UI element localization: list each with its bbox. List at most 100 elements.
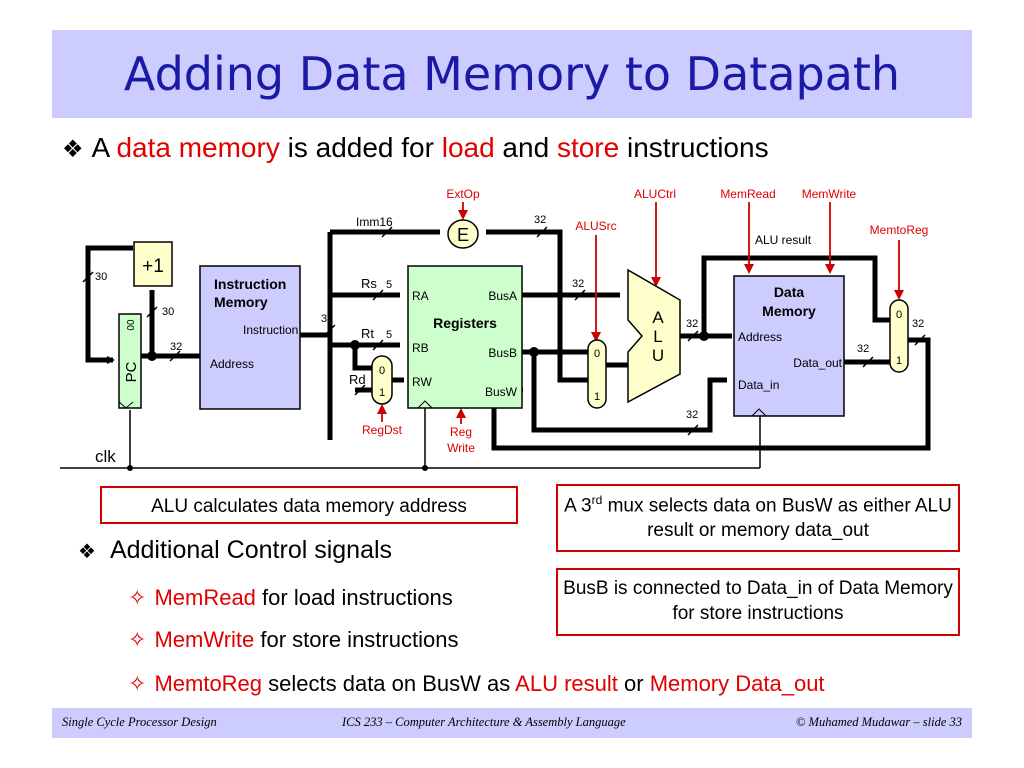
memwrite-highlight: MemWrite: [154, 627, 255, 652]
callout-alu-address-text: ALU calculates data memory address: [151, 496, 467, 517]
intro-highlight-store: store: [556, 132, 620, 163]
alusrc-mux-1: 1: [594, 391, 600, 403]
intro-text-4: instructions: [619, 132, 769, 163]
pc-label: PC: [123, 361, 140, 382]
ra-port: RA: [412, 289, 429, 303]
sub-bullet-memtoreg: ✧ MemtoReg selects data on BusW as ALU re…: [128, 671, 825, 697]
imm16-label: Imm16: [356, 215, 393, 229]
regdst-mux: [371, 355, 393, 405]
memtoreg-text-2: or: [617, 671, 650, 696]
callout-busb-text: BusB is connected to Data_in of Data Mem…: [563, 578, 953, 624]
pc-register: [118, 313, 142, 409]
diamond-bullet-icon: ❖: [62, 136, 84, 163]
alu-letter-a: A: [652, 308, 664, 327]
callout-mux-sup: rd: [591, 493, 603, 507]
intro-highlight-load: load: [441, 132, 495, 163]
star-bullet-icon: ✧: [128, 671, 147, 696]
memtoreg-mux: [889, 299, 909, 373]
additional-signals-bullet: ❖ Additional Control signals: [78, 536, 392, 565]
star-bullet-icon: ✧: [128, 627, 147, 652]
clk-label: clk: [95, 447, 116, 466]
rw-port: RW: [412, 375, 432, 389]
memtoreg-mux-0: 0: [896, 309, 902, 321]
memtoreg-signal: MemtoReg: [870, 223, 929, 237]
width-5-rt: 5: [386, 329, 392, 341]
width-32-alu: 32: [686, 318, 698, 330]
alu-letter-l: L: [653, 327, 662, 346]
width-30-a: 30: [95, 271, 107, 283]
memwrite-text: for store instructions: [254, 627, 459, 652]
alusrc-signal: ALUSrc: [575, 219, 616, 233]
alu-result-label: ALU result: [755, 233, 812, 247]
rs-label: Rs: [361, 276, 377, 291]
dmem-title-1: Data: [774, 284, 805, 300]
rb-port: RB: [412, 341, 429, 355]
callout-busb: BusB is connected to Data_in of Data Mem…: [556, 568, 960, 636]
busb-port: BusB: [488, 346, 517, 360]
dmem-address-port: Address: [738, 330, 782, 344]
memtoreg-highlight-data-out: Memory Data_out: [649, 671, 825, 696]
data-memory: [733, 275, 845, 417]
callout-alu-address: ALU calculates data memory address: [100, 486, 518, 524]
intro-text-3: and: [494, 132, 557, 163]
pc-low-bits-label: 00: [126, 319, 137, 331]
memtoreg-highlight-alu-result: ALU result: [515, 671, 618, 696]
width-32-instr: 32: [321, 313, 333, 325]
additional-signals-text: Additional Control signals: [109, 536, 393, 564]
rt-label: Rt: [361, 326, 374, 341]
alu-block: [627, 268, 681, 404]
extender-block: [447, 219, 479, 249]
intro-text-1: A: [91, 132, 117, 163]
memread-signal: MemRead: [720, 187, 775, 201]
imem-address-port: Address: [210, 357, 254, 371]
memtoreg-mux-1: 1: [896, 355, 902, 367]
width-32-busw: 32: [912, 318, 924, 330]
memtoreg-text-1: selects data on BusW as: [262, 671, 516, 696]
callout-mux-text-1: A 3: [564, 495, 592, 517]
pc-adder-block: [133, 241, 173, 287]
instruction-memory: [199, 265, 301, 410]
sub-bullet-memread: ✧MemRead for load instructions: [128, 585, 453, 611]
diamond-bullet-icon: ❖: [78, 541, 96, 563]
width-32-busa: 32: [572, 278, 584, 290]
regdst-mux-0: 0: [379, 365, 385, 377]
star-bullet-icon: ✧: [128, 585, 147, 610]
extender-label: E: [457, 225, 469, 245]
adder-label: +1: [142, 256, 164, 277]
dmem-title-2: Memory: [762, 303, 816, 319]
dmem-dataout-port: Data_out: [793, 356, 842, 370]
busw-port: BusW: [485, 385, 518, 399]
callout-third-mux: A 3rd mux selects data on BusW as either…: [556, 484, 960, 552]
intro-bullet: ❖ A data memory is added for load and sto…: [62, 132, 769, 164]
footer-center: ICS 233 – Computer Architecture & Assemb…: [342, 715, 626, 729]
memtoreg-highlight: MemtoReg: [154, 671, 263, 696]
width-30-b: 30: [162, 306, 174, 318]
footer-left: Single Cycle Processor Design: [62, 715, 217, 729]
footer-bar: Single Cycle Processor Design ICS 233 – …: [52, 708, 972, 738]
imem-instruction-port: Instruction: [243, 323, 298, 337]
regdst-signal: RegDst: [362, 423, 403, 437]
extop-signal: ExtOp: [446, 187, 480, 201]
alusrc-mux: [587, 339, 607, 409]
width-32-ext: 32: [534, 214, 546, 226]
alusrc-mux-0: 0: [594, 348, 600, 360]
registers-title: Registers: [433, 315, 497, 331]
imem-title-2: Memory: [214, 294, 268, 310]
width-5-rs: 5: [386, 279, 392, 291]
alu-letter-u: U: [652, 346, 664, 365]
intro-highlight-data-memory: data memory: [116, 132, 280, 163]
memwrite-signal: MemWrite: [802, 187, 857, 201]
dmem-datain-port: Data_in: [738, 378, 779, 392]
title-bar: Adding Data Memory to Datapath: [52, 30, 972, 118]
rd-label: Rd: [349, 372, 366, 387]
regwrite-signal-2: Write: [447, 441, 475, 455]
busa-port: BusA: [488, 289, 517, 303]
regdst-mux-1: 1: [379, 387, 385, 399]
register-file: [407, 265, 523, 409]
imem-title-1: Instruction: [214, 276, 286, 292]
callout-mux-text-2: mux selects data on BusW as either ALU r…: [602, 495, 952, 542]
memread-highlight: MemRead: [154, 585, 256, 610]
pc-next-wire: [85, 245, 133, 364]
intro-text-2: is added for: [279, 132, 442, 163]
